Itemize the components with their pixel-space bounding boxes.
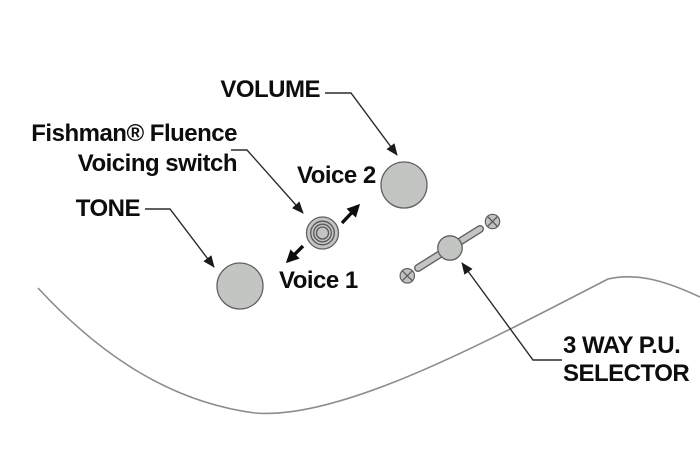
voicing-switch-label-line2: Voicing switch: [77, 150, 238, 177]
tone-knob: [216, 262, 264, 310]
volume-label: VOLUME: [220, 77, 320, 103]
selector-label-line2: SELECTOR: [563, 360, 690, 387]
tone-label: TONE: [75, 195, 141, 222]
selector-screw-lower: [399, 267, 416, 284]
voicing-switch-label: Fishman® Fluence Voicing switch: [31, 119, 237, 179]
volume-label-text: VOLUME: [220, 76, 320, 103]
voice2-label-text: Voice 2: [297, 162, 376, 189]
voice1-direction-arrow: [285, 244, 305, 264]
voice2-label: Voice 2: [297, 163, 376, 189]
selector-label: 3 WAY P.U. SELECTOR: [563, 332, 690, 388]
voicing-switch-leader-arrow: [231, 149, 304, 214]
volume-knob: [380, 161, 428, 209]
voicing-switch-label-line1: Fishman® Fluence: [31, 120, 237, 147]
guitar-body-outline: [37, 276, 700, 415]
pickup-selector-switch: [399, 213, 501, 284]
selector-screw-upper: [484, 213, 501, 230]
selector-label-line1: 3 WAY P.U.: [563, 332, 681, 359]
selector-knob: [437, 235, 463, 261]
voice1-label-text: Voice 1: [279, 267, 358, 294]
volume-leader-arrow: [325, 92, 398, 156]
tone-leader-arrow: [145, 208, 215, 268]
voicing-switch-knob: [305, 216, 340, 250]
voice2-direction-arrow: [340, 203, 361, 225]
voice1-label: Voice 1: [279, 268, 358, 294]
selector-leader-arrow: [461, 262, 562, 361]
tone-label-text: TONE: [75, 195, 141, 222]
